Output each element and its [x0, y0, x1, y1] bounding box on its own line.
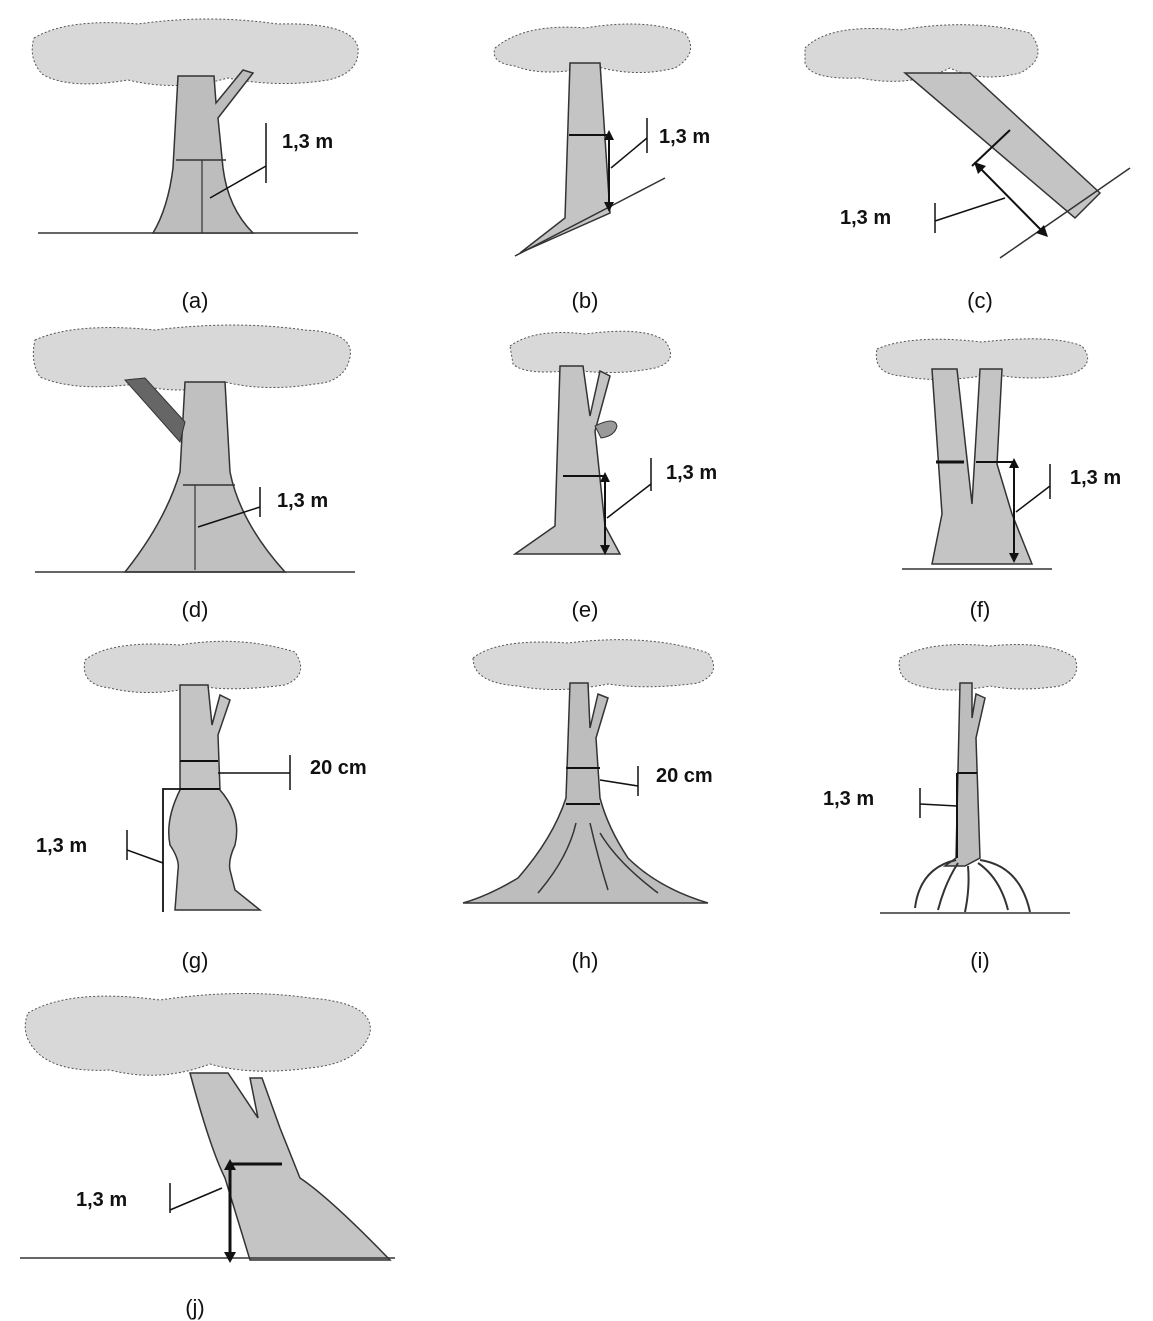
panel-g-measure-label-top: 20 cm	[310, 757, 367, 779]
panel-b-measure-label: 1,3 m	[659, 126, 710, 148]
panel-c-caption: (c)	[940, 288, 1020, 314]
panel-b-caption: (b)	[545, 288, 625, 314]
panel-c-measure-label: 1,3 m	[840, 207, 891, 229]
panel-e-measure-label: 1,3 m	[666, 462, 717, 484]
panel-j-illustration: 1,3 m	[10, 978, 395, 1283]
panel-j-measure-label: 1,3 m	[76, 1189, 127, 1211]
panel-j-caption: (j)	[155, 1295, 235, 1321]
panel-g-measure-label-bottom: 1,3 m	[36, 835, 87, 857]
panel-i-illustration: 1,3 m	[820, 628, 1090, 933]
panel-c-illustration: 1,3 m	[800, 18, 1150, 273]
panel-g-caption: (g)	[155, 948, 235, 974]
panel-f-illustration: 1,3 m	[862, 334, 1152, 579]
panel-e-illustration: 1,3 m	[505, 326, 740, 561]
panel-g-illustration: 20 cm 1,3 m	[30, 630, 390, 920]
panel-d-illustration: 1,3 m	[35, 322, 355, 577]
panel-f-measure-label: 1,3 m	[1070, 467, 1121, 489]
panel-d-caption: (d)	[155, 597, 235, 623]
panel-a-caption: (a)	[155, 288, 235, 314]
panel-f-caption: (f)	[940, 597, 1020, 623]
panel-e-caption: (e)	[545, 597, 625, 623]
panel-d-measure-label: 1,3 m	[277, 490, 328, 512]
panel-a-measure-label: 1,3 m	[282, 131, 333, 153]
panel-h-caption: (h)	[545, 948, 625, 974]
panel-h-illustration: 20 cm	[458, 628, 743, 933]
panel-a-illustration: 1,3 m	[28, 18, 368, 243]
panel-i-measure-label: 1,3 m	[823, 788, 874, 810]
panel-i-caption: (i)	[940, 948, 1020, 974]
panel-h-measure-label: 20 cm	[656, 765, 713, 787]
panel-b-illustration: 1,3 m	[485, 18, 745, 263]
